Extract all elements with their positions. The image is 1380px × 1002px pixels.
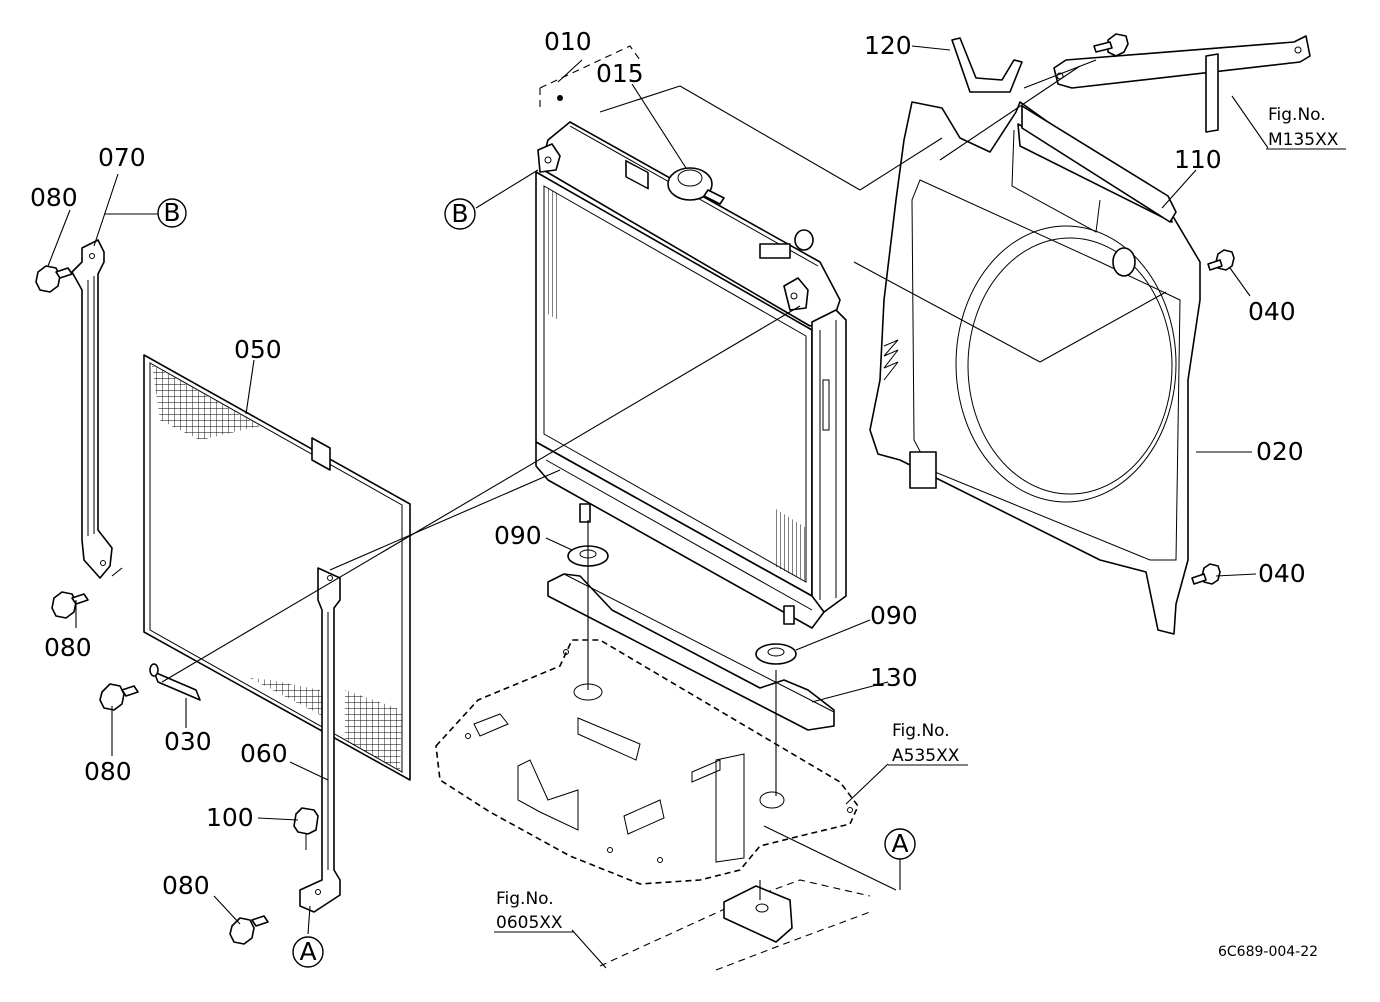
callout-b-radiator-label: B — [451, 199, 468, 228]
label-leaders — [47, 45, 1269, 969]
bolt-080-bottom — [229, 915, 269, 945]
fig-ref-number: M135XX — [1268, 130, 1339, 150]
fig-ref-number: 0605XX — [496, 913, 563, 933]
fig-ref-title: Fig.No. — [496, 889, 554, 909]
hose-120 — [951, 37, 1023, 93]
bolt-040-top — [1207, 249, 1235, 271]
part-label-070: 070 — [98, 143, 146, 172]
part-label-120: 120 — [864, 31, 912, 60]
part-label-090-a: 090 — [494, 521, 542, 550]
callout-b-radiator: B — [444, 198, 476, 230]
part-label-020: 020 — [1256, 437, 1304, 466]
stay-bracket-070 — [71, 239, 123, 579]
bolt-080-screen — [99, 683, 139, 711]
fig-ref-m135xx: Fig.No. M135XX — [1266, 105, 1346, 150]
callout-a-bottom: A — [292, 936, 324, 968]
bolt-080-upper — [35, 265, 73, 293]
screen-050 — [143, 354, 411, 781]
bolt-040-bottom — [1191, 563, 1221, 585]
part-label-100: 100 — [206, 803, 254, 832]
bolt-100 — [293, 807, 319, 850]
fig-ref-title: Fig.No. — [892, 721, 950, 741]
fig-ref-a535xx: Fig.No. A535XX — [888, 721, 968, 766]
callout-a-right: A — [884, 828, 916, 860]
fig-ref-title: Fig.No. — [1268, 105, 1326, 125]
part-label-015: 015 — [596, 59, 644, 88]
callout-a-right-label: A — [891, 829, 908, 858]
rubber-030 — [149, 663, 201, 701]
drawing-code: 6C689-004-22 — [1218, 944, 1318, 960]
part-label-080-b: 080 — [44, 633, 92, 662]
frame-0605xx — [599, 879, 871, 971]
part-label-080-c: 080 — [84, 757, 132, 786]
fan-shroud-020 — [869, 101, 1201, 635]
fig-ref-0605xx: Fig.No. 0605XX — [494, 889, 574, 933]
part-label-060: 060 — [240, 739, 288, 768]
stay-060 — [299, 567, 341, 913]
rubber-110 — [1021, 105, 1177, 223]
part-label-040-top: 040 — [1248, 297, 1296, 326]
base-plate — [435, 639, 859, 885]
radiator-010 — [535, 121, 847, 629]
assembly-lines — [161, 45, 1167, 900]
part-label-050: 050 — [234, 335, 282, 364]
rubber-090-right — [755, 643, 797, 665]
part-label-090-b: 090 — [870, 601, 918, 630]
bolt-080-lower — [51, 591, 89, 619]
part-label-110: 110 — [1174, 145, 1222, 174]
fig-ref-number: A535XX — [892, 746, 960, 766]
callout-b-left: B — [157, 198, 187, 228]
part-label-080-a: 080 — [30, 183, 78, 212]
part-label-010: 010 — [544, 27, 592, 56]
part-label-030: 030 — [164, 727, 212, 756]
upper-bracket — [1053, 33, 1311, 133]
part-label-040-bottom: 040 — [1258, 559, 1306, 588]
part-label-080-d: 080 — [162, 871, 210, 900]
part-label-130: 130 — [870, 663, 918, 692]
callout-a-bottom-label: A — [299, 937, 316, 966]
plate-130 — [547, 573, 835, 731]
callout-b-left-label: B — [163, 198, 180, 227]
